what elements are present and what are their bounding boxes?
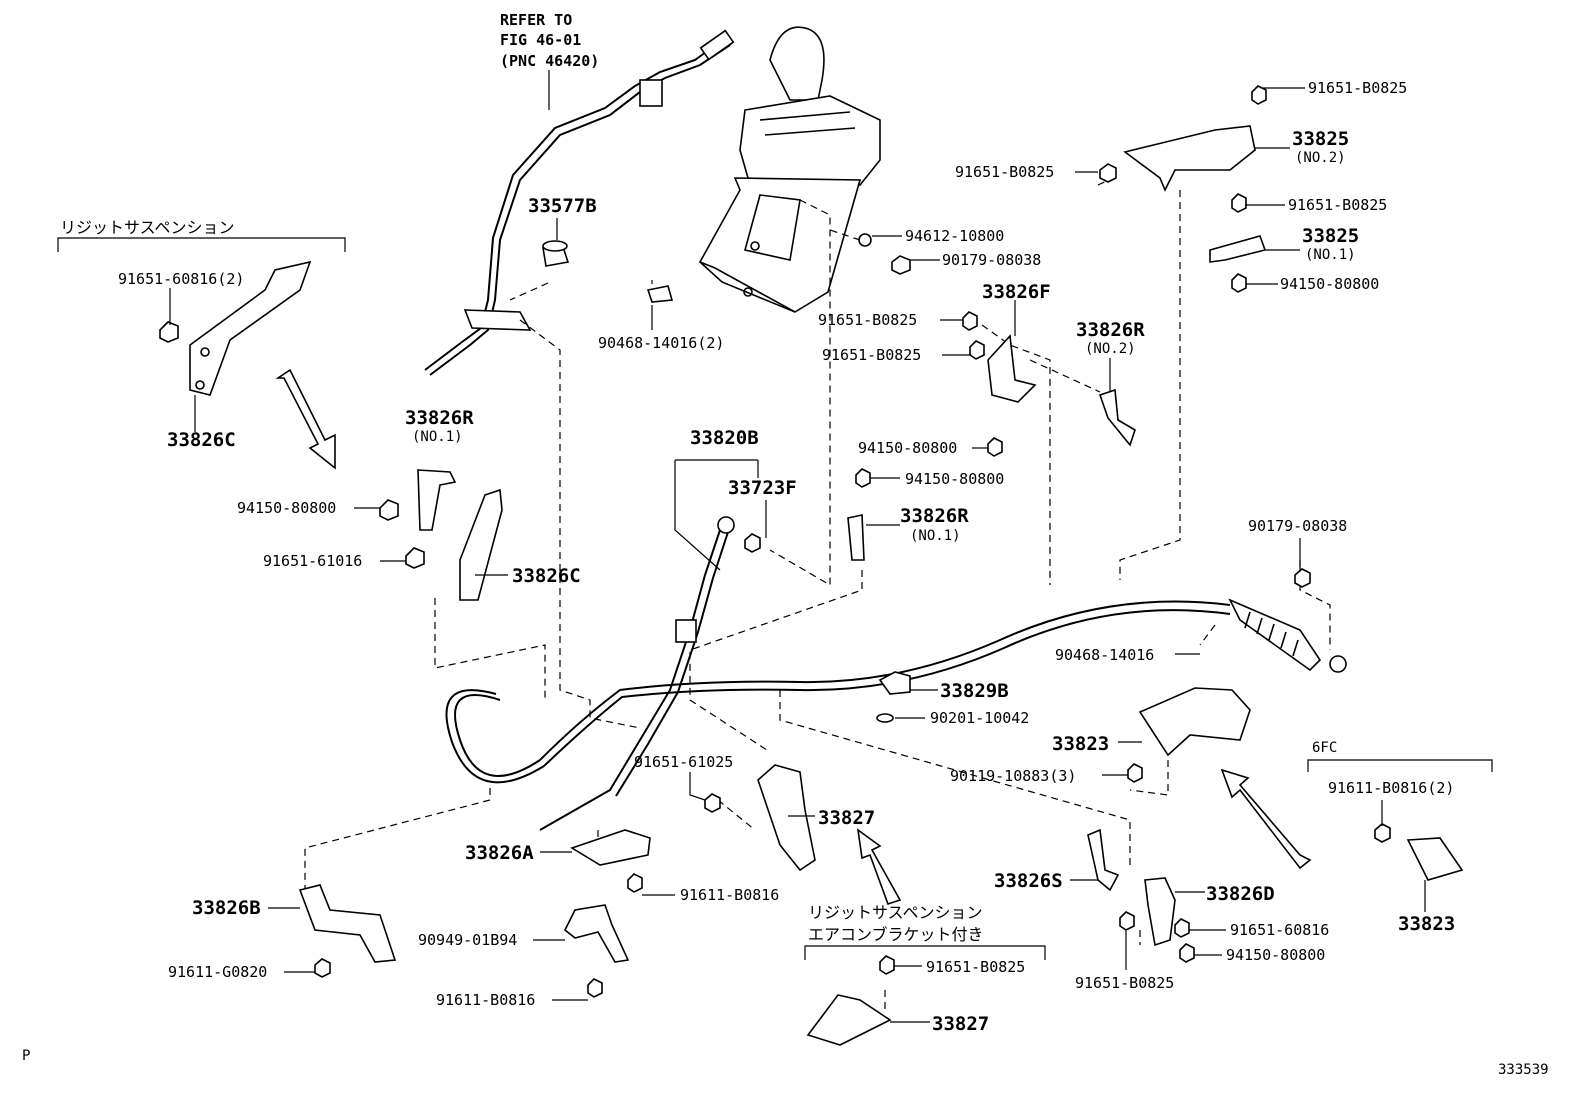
brackets — [189, 125, 1464, 1046]
label-33826a: 33826A — [465, 842, 534, 864]
label-33823-right: 33823 — [1398, 913, 1455, 935]
hardware — [159, 85, 1391, 998]
label-33827-bottom: 33827 — [932, 1013, 989, 1035]
leader-lines — [169, 70, 1426, 1023]
label-91651-b0825-b: 91651-B0825 — [955, 163, 1054, 181]
label-91651-60816-2: 91651-60816(2) — [118, 270, 244, 288]
label-91651-61025: 91651-61025 — [634, 753, 733, 771]
label-33826c-top: 33826C — [167, 429, 236, 451]
label-90179-08038-a: 90179-08038 — [942, 251, 1041, 269]
label-94150-80800-e: 94150-80800 — [1226, 946, 1325, 964]
ref-note-line3: (PNC 46420) — [500, 52, 599, 70]
label-33826c-mid: 33826C — [512, 565, 581, 587]
label-33826r-no2: 33826R — [1076, 319, 1145, 341]
label-33827-mid: 33827 — [818, 807, 875, 829]
label-94150-80800-c: 94150-80800 — [905, 470, 1004, 488]
label-94150-80800-b: 94150-80800 — [858, 439, 957, 457]
label-33826r-no1-right-sub: (NO.1) — [910, 528, 961, 544]
labels: REFER TO FIG 46-01 (PNC 46420) リジットサスペンシ… — [22, 11, 1549, 1078]
label-91611-g0820: 91611-G0820 — [168, 963, 267, 981]
label-90179-08038-b: 90179-08038 — [1248, 517, 1347, 535]
label-33825-no1: 33825 — [1302, 225, 1359, 247]
section-rigid-suspension-ac-2: エアコンブラケット付き — [808, 925, 984, 944]
label-33826r-no2-sub: (NO.2) — [1085, 341, 1136, 357]
label-33826r-no1-right: 33826R — [900, 505, 969, 527]
label-91651-b0825-d: 91651-B0825 — [818, 311, 917, 329]
label-91651-60816: 91651-60816 — [1230, 921, 1329, 939]
label-33829b: 33829B — [940, 680, 1009, 702]
label-33823-mid: 33823 — [1052, 733, 1109, 755]
label-33723f: 33723F — [728, 477, 797, 499]
label-94612-10800: 94612-10800 — [905, 227, 1004, 245]
label-33826s: 33826S — [994, 870, 1063, 892]
label-91651-b0825-c: 91651-B0825 — [1288, 196, 1387, 214]
label-90468-14016: 90468-14016 — [1055, 646, 1154, 664]
label-91651-b0825-a: 91651-B0825 — [1308, 79, 1407, 97]
label-90949-01b94: 90949-01B94 — [418, 931, 517, 949]
label-33577b: 33577B — [528, 195, 597, 217]
label-33825-no2: 33825 — [1292, 128, 1349, 150]
label-90201-10042: 90201-10042 — [930, 709, 1029, 727]
label-33826f: 33826F — [982, 281, 1051, 303]
ref-note-line1: REFER TO — [500, 11, 572, 29]
footer-left-mark: P — [22, 1048, 30, 1064]
label-33826b: 33826B — [192, 897, 261, 919]
upper-shift-cable — [424, 29, 735, 376]
label-91611-b0816-a: 91611-B0816 — [680, 886, 779, 904]
ref-note-line2: FIG 46-01 — [500, 31, 581, 49]
label-91651-b0825-g: 91651-B0825 — [926, 958, 1025, 976]
section-rigid-suspension-ac-1: リジットサスペンション — [808, 903, 983, 922]
label-33825-no2-sub: (NO.2) — [1295, 150, 1346, 166]
section-brackets — [57, 237, 1493, 960]
label-91651-b0825-f: 91651-B0825 — [1075, 974, 1174, 992]
label-94150-80800-d: 94150-80800 — [237, 499, 336, 517]
label-94150-80800-a: 94150-80800 — [1280, 275, 1379, 293]
label-90119-10883-3: 90119-10883(3) — [950, 767, 1076, 785]
label-90468-14016-2: 90468-14016(2) — [598, 334, 724, 352]
label-91611-b0816-b: 91611-B0816 — [436, 991, 535, 1009]
label-91651-61016: 91651-61016 — [263, 552, 362, 570]
relation-lines — [304, 174, 1331, 1010]
section-6fc: 6FC — [1312, 740, 1337, 756]
shift-lever-assembly — [698, 26, 881, 313]
label-33820b: 33820B — [690, 427, 759, 449]
label-33826d: 33826D — [1206, 883, 1275, 905]
label-33826r-no1-left-sub: (NO.1) — [412, 429, 463, 445]
select-cable — [539, 516, 735, 831]
label-33825-no1-sub: (NO.1) — [1305, 247, 1356, 263]
direction-arrows — [275, 368, 1312, 906]
section-rigid-suspension: リジットサスペンション — [60, 218, 235, 237]
label-33826r-no1-left: 33826R — [405, 407, 474, 429]
label-91611-b0816-2: 91611-B0816(2) — [1328, 779, 1454, 797]
figure-number: 333539 — [1498, 1062, 1549, 1078]
label-91651-b0825-e: 91651-B0825 — [822, 346, 921, 364]
